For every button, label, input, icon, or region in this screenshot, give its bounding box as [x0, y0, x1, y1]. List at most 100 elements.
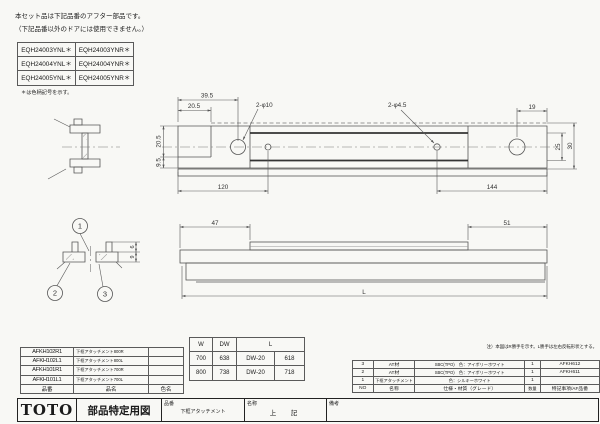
- part-code: AFKH102L1: [20, 356, 74, 367]
- bom-spec: SBC(TPO) 色：アイボリーホワイト: [414, 360, 526, 369]
- hand-orientation-note: 注）本図はR勝手を示す。L勝手は左右反転形状とする。: [486, 344, 597, 349]
- remarks-cell: 備考: [326, 399, 598, 421]
- table-row: EQH24003YNL＊ EQH24003YNR＊: [17, 41, 134, 58]
- hole-phi10-right: [508, 138, 526, 156]
- balloon-2-circle: [47, 285, 63, 301]
- part-color: [148, 356, 184, 367]
- balloon-section-drawing: 1 2 3 6 9: [47, 218, 140, 302]
- header-no: NO: [352, 384, 374, 393]
- gasket-detail: [66, 254, 74, 260]
- balloon-2-number: 2: [53, 289, 57, 298]
- table-row: EQH24005YNL＊ EQH24005YNR＊: [17, 70, 134, 86]
- part-code: AFKH101R1: [20, 365, 74, 376]
- bom-spec: 色：シルキーホワイト: [414, 376, 526, 385]
- dim-47: 47: [211, 220, 219, 227]
- part-name: 下框アタッチメント700L: [73, 374, 149, 385]
- bom-no: 1: [352, 376, 374, 385]
- table-row: 2 AT材 SBC(TPO) 色：アイボリーホワイト 1 AFKH611: [352, 368, 600, 377]
- gasket-detail: [83, 134, 87, 140]
- bom-remark: AFKH611: [539, 368, 600, 377]
- bom-name: 下框アタッチメント: [372, 376, 416, 385]
- header-dw: DW: [212, 336, 237, 353]
- part-number-label: 品番: [164, 401, 175, 407]
- size-l-value: 718: [274, 365, 305, 381]
- gasket-detail: [83, 152, 87, 158]
- part-code: AFKH101L1: [20, 374, 74, 385]
- table-row: EQH24004YNL＊ EQH24004YNR＊: [17, 56, 134, 72]
- size-dw: 638: [212, 351, 237, 367]
- size-l-formula: DW-20: [236, 365, 275, 381]
- model-number-cell: EQH24005YNR＊: [75, 70, 134, 86]
- bom-remark: AFKH612: [539, 360, 600, 369]
- bom-qty: 1: [524, 376, 541, 385]
- part-color: [148, 346, 184, 358]
- part-number-cell: 品番 下框アタッチメント: [161, 399, 244, 421]
- table-header-row: NO 名称 仕様・材質（グレード） 数量 特記事項/AF品番: [352, 384, 600, 393]
- toto-logo: TOTO: [20, 401, 74, 419]
- remarks-label: 備考: [329, 401, 340, 407]
- dim-144: 144: [487, 184, 498, 191]
- part-code: AFKH102R1: [20, 346, 74, 358]
- attachment-bar-body: [179, 249, 548, 264]
- dim-20-5-left: 20.5: [156, 135, 163, 148]
- bom-remark: [539, 376, 600, 385]
- name-label: 名称: [247, 401, 258, 407]
- bom-name: AT材: [372, 360, 416, 369]
- name-value: 上 記: [269, 410, 302, 417]
- header-spec: 仕様・材質（グレード）: [414, 384, 526, 393]
- dim-19: 19: [528, 104, 536, 111]
- label-holes-large: 2-φ10: [256, 102, 273, 109]
- table-row: 3 AT材 SBC(TPO) 色：アイボリーホワイト 1 AFKH612: [352, 360, 600, 369]
- size-l-value: 618: [274, 351, 305, 367]
- table-row: AFKH101R1 下框アタッチメント700R: [20, 365, 184, 376]
- dim-20-5-top: 20.5: [188, 103, 201, 110]
- name-cell: 名称 上 記: [244, 399, 326, 421]
- after-parts-note-line2: （下記品番以外のドアには使用できません。）: [15, 26, 149, 33]
- dim-6: 6: [130, 245, 136, 248]
- part-color: [148, 374, 184, 385]
- after-parts-note-line1: 本セット品は下記品番のアフター部品です。: [15, 13, 145, 20]
- size-dw: 738: [212, 365, 237, 381]
- top-rail-strip: [249, 241, 469, 251]
- header-part-name: 品名: [73, 383, 149, 394]
- header-l: L: [236, 336, 305, 353]
- title-block: TOTO 部品特定用図 品番 下框アタッチメント 名称 上 記 備考: [17, 398, 599, 422]
- gasket-hatch-strip: [177, 168, 548, 177]
- gasket-detail: [99, 254, 107, 260]
- balloon-3-number: 3: [103, 290, 107, 299]
- dim-51: 51: [503, 220, 511, 227]
- dim-9: 9: [130, 255, 136, 258]
- part-number-value: 下框アタッチメント: [180, 409, 226, 415]
- table-row: 1 下框アタッチメント 色：シルキーホワイト 1: [352, 376, 600, 385]
- side-elevation-drawing: 47 51 L: [179, 220, 548, 299]
- table-row: AFKH102L1 下框アタッチメント800L: [20, 356, 184, 367]
- header-remark: 特記事項/AF品番: [539, 384, 600, 393]
- plan-view-drawing: 39.5 20.5 2-φ10 2-φ4.5 19 20.5 9.5 25 30…: [156, 93, 577, 194]
- bom-no: 3: [352, 360, 374, 369]
- table-header-row: 品番 品名 色名: [20, 383, 184, 394]
- profile-section-drawing: [47, 118, 120, 180]
- size-w: 800: [189, 365, 213, 381]
- dim-120: 120: [218, 184, 229, 191]
- hole-phi4-5-left: [264, 143, 272, 151]
- header-part-color: 色名: [148, 383, 184, 394]
- bom-spec: SBC(TPO) 色：アイボリーホワイト: [414, 368, 526, 377]
- size-w: 700: [189, 351, 213, 367]
- af-parts-table: AFKH102R1 下框アタッチメント800R AFKH102L1 下框アタッチ…: [20, 346, 184, 394]
- part-name: 下框アタッチメント800R: [73, 346, 149, 358]
- label-holes-small: 2-φ4.5: [388, 102, 407, 109]
- header-part-code: 品番: [20, 383, 74, 394]
- bom-qty: 1: [524, 368, 541, 377]
- bom-no: 2: [352, 368, 374, 377]
- bom-qty: 1: [524, 360, 541, 369]
- part-name: 下框アタッチメント700R: [73, 365, 149, 376]
- model-number-cell: EQH24003YNR＊: [75, 41, 134, 58]
- table-row: AFKH102R1 下框アタッチメント800R: [20, 346, 184, 358]
- part-name: 下框アタッチメント800L: [73, 356, 149, 367]
- hole-phi4-5-right: [433, 143, 441, 151]
- dim-39-5: 39.5: [201, 93, 214, 100]
- size-table: W DW L 700 638 DW-20 618 800 738 DW-20 7…: [189, 336, 305, 381]
- document-type: 部品特定用図: [76, 399, 161, 421]
- header-w: W: [189, 336, 213, 353]
